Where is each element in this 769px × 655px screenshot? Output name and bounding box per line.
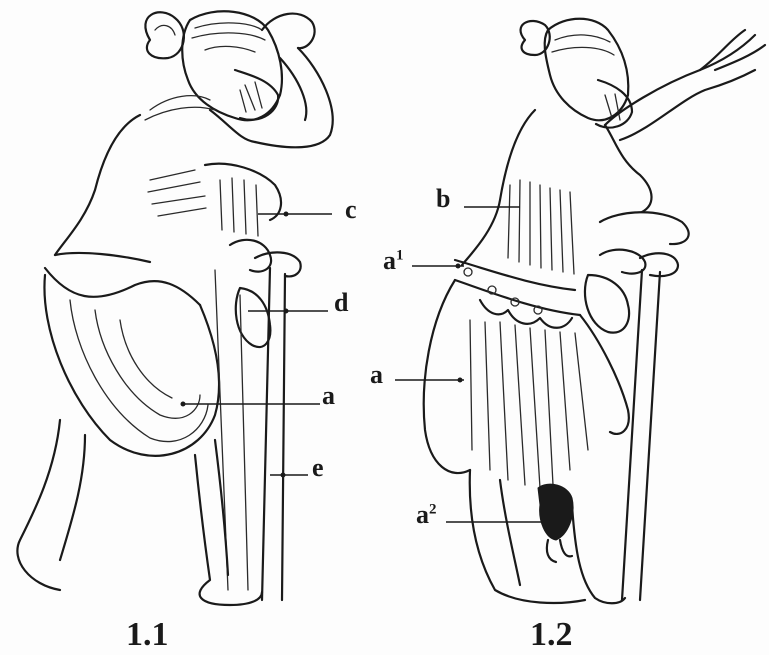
label-b: b — [436, 184, 451, 213]
figure-1-2-leader-lines — [395, 206, 551, 525]
label-a2-base: a — [416, 500, 429, 529]
caption-1-1: 1.1 — [126, 616, 169, 653]
figure-1-2-illustration — [422, 17, 767, 605]
label-a-fig1: a — [322, 381, 335, 410]
label-e: e — [312, 453, 324, 482]
figure-1-1-leader-lines — [180, 211, 332, 478]
label-c: c — [345, 195, 357, 224]
label-a1-superscript: 1 — [396, 247, 404, 264]
label-a1-base: a — [383, 246, 396, 275]
label-a1: a1 — [383, 248, 404, 274]
label-d: d — [334, 288, 349, 317]
caption-1-2: 1.2 — [530, 616, 573, 653]
label-a2: a2 — [416, 502, 437, 528]
label-a-fig2: a — [370, 360, 383, 389]
label-a2-superscript: 2 — [429, 501, 437, 518]
figure-1-1-illustration — [16, 10, 334, 607]
